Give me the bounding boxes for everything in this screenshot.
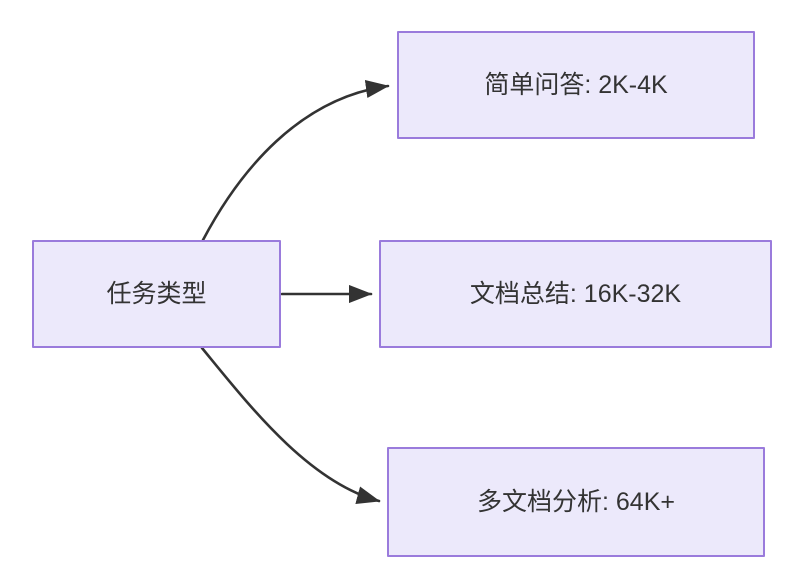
node-simple-qa-label: 简单问答: 2K-4K — [484, 71, 668, 99]
node-multi-document-analysis-label: 多文档分析: 64K+ — [477, 488, 675, 516]
edge-root-to-simple-qa — [201, 79, 390, 242]
node-document-summary[interactable]: 文档总结: 16K-32K — [379, 240, 772, 348]
node-multi-document-analysis[interactable]: 多文档分析: 64K+ — [387, 447, 765, 557]
node-root-label: 任务类型 — [106, 280, 207, 308]
node-task-type-root[interactable]: 任务类型 — [32, 240, 281, 348]
edge-root-to-multi-doc — [200, 346, 381, 505]
node-document-summary-label: 文档总结: 16K-32K — [469, 280, 682, 308]
node-simple-qa[interactable]: 简单问答: 2K-4K — [397, 31, 755, 139]
